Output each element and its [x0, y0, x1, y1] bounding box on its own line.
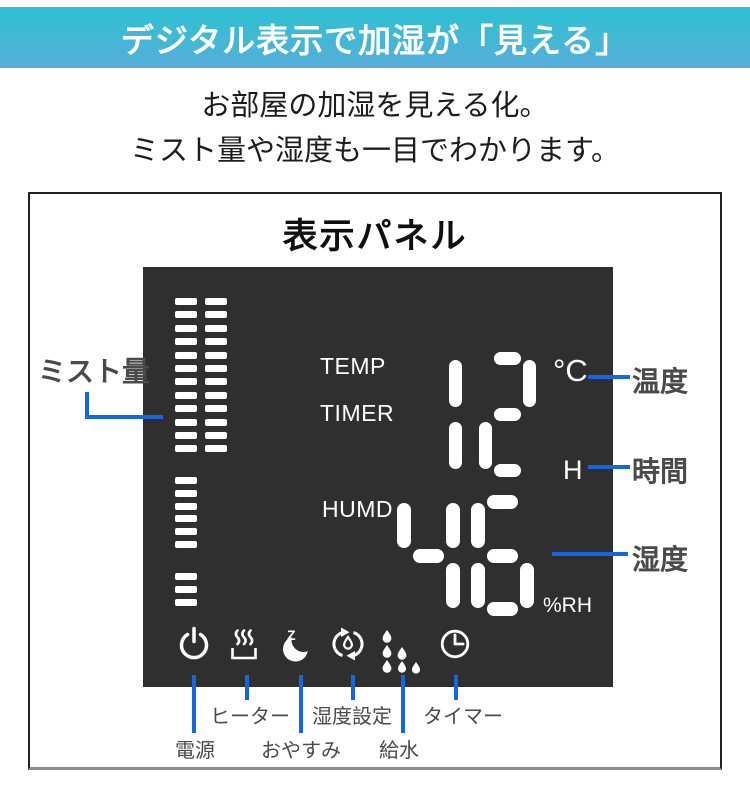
- mist-bar-segment: [205, 311, 227, 319]
- mist-bar-segment: [175, 573, 197, 580]
- intro-text: お部屋の加湿を見える化。 ミスト量や湿度も一目でわかります。: [0, 84, 750, 174]
- mist-bar-segment: [175, 405, 197, 413]
- mist-bar-segment: [175, 515, 197, 523]
- mist-bar-segment: [205, 298, 227, 305]
- power-label: 電源: [175, 740, 215, 762]
- svg-text:Z: Z: [287, 627, 296, 643]
- mist-bar-segment: [175, 502, 197, 510]
- mist-bar-segment: [175, 418, 197, 426]
- mist-bar-segment: [205, 378, 227, 386]
- mist-bar-segment: [205, 445, 227, 453]
- sleep-icon: Z: [283, 627, 316, 662]
- mist-bar-segment: [175, 311, 197, 319]
- mist-bar-segment: [175, 365, 197, 372]
- seven-segment-digit: [471, 495, 534, 616]
- mist-bar-segment: [175, 489, 197, 497]
- mist-bar-segment: [205, 432, 227, 439]
- humidity-setting-callout-line: [351, 675, 355, 700]
- mist-bar-segment: [175, 477, 197, 484]
- time-callout-line: [588, 465, 630, 469]
- temperature-callout-line: [588, 375, 630, 379]
- mist-bar-segment: [205, 338, 227, 346]
- header-banner: デジタル表示で加湿が「見える」: [0, 7, 750, 68]
- temperature-label: 温度: [632, 366, 689, 397]
- mist-bar-segment: [205, 391, 227, 399]
- power-callout-line: [192, 675, 196, 733]
- mist-bar-segment: [175, 585, 197, 593]
- time-label: 時間: [632, 456, 689, 487]
- lcd-timer-label: TIMER: [320, 400, 395, 426]
- water-supply-icon: [382, 630, 420, 674]
- lcd-temp-label: TEMP: [320, 353, 386, 379]
- percent-rh-unit: %RH: [543, 594, 593, 617]
- lcd-humd-label: HUMD: [322, 496, 393, 522]
- heater-label: ヒーター: [210, 706, 290, 728]
- mist-bar-segment: [205, 418, 227, 426]
- intro-line-2: ミスト量や湿度も一目でわかります。: [129, 135, 621, 167]
- mist-callout-line-vertical: [85, 392, 89, 419]
- power-icon: [179, 626, 209, 660]
- mist-bar-segment: [175, 432, 197, 439]
- water-supply-label: 給水: [379, 740, 419, 762]
- mist-callout-line-horizontal: [85, 415, 163, 419]
- mist-bar-segment: [175, 391, 197, 399]
- timer-icon: [440, 629, 470, 659]
- timer-callout-line: [454, 675, 458, 700]
- mist-amount-label: ミスト量: [38, 356, 151, 387]
- intro-line-1: お部屋の加湿を見える化。: [201, 90, 549, 122]
- seven-segment-digit: [397, 495, 460, 616]
- mist-bar-segment: [205, 351, 227, 359]
- seven-segment-digit: [479, 352, 536, 477]
- mist-bar-segment: [175, 324, 197, 332]
- sleep-label: おやすみ: [261, 740, 341, 762]
- mist-bar-segment: [175, 541, 197, 548]
- mist-bar-segment: [205, 405, 227, 413]
- mist-bar-segment: [175, 338, 197, 346]
- mist-bar-segment: [175, 445, 197, 453]
- mist-bar-segment: [175, 378, 197, 386]
- humidity-label: 湿度: [632, 544, 689, 575]
- water-supply-callout-line: [401, 675, 405, 733]
- banner-title: デジタル表示で加湿が「見える」: [120, 21, 630, 59]
- celsius-unit: °C: [553, 353, 588, 388]
- heater-callout-line: [245, 675, 249, 700]
- humidity-setting-label: 湿度設定: [312, 706, 392, 728]
- mist-bar-segment: [175, 598, 197, 606]
- mist-bar-segment: [175, 298, 197, 305]
- card-title: 表示パネル: [282, 217, 468, 256]
- humidity-setting-icon: [332, 627, 364, 661]
- sleep-callout-line: [299, 675, 303, 733]
- mist-bar-segment: [205, 365, 227, 372]
- mist-bar-segment: [175, 528, 197, 536]
- mist-bar-segment: [175, 351, 197, 359]
- hour-unit: H: [563, 455, 583, 485]
- timer-label: タイマー: [423, 706, 503, 728]
- lcd-panel: TEMP TIMER HUMD °C H %RH Z: [143, 267, 613, 687]
- mist-bar-segment: [205, 324, 227, 332]
- humidity-callout-line: [552, 552, 628, 556]
- seven-segment-digit: [405, 352, 462, 477]
- heater-icon: [231, 629, 257, 660]
